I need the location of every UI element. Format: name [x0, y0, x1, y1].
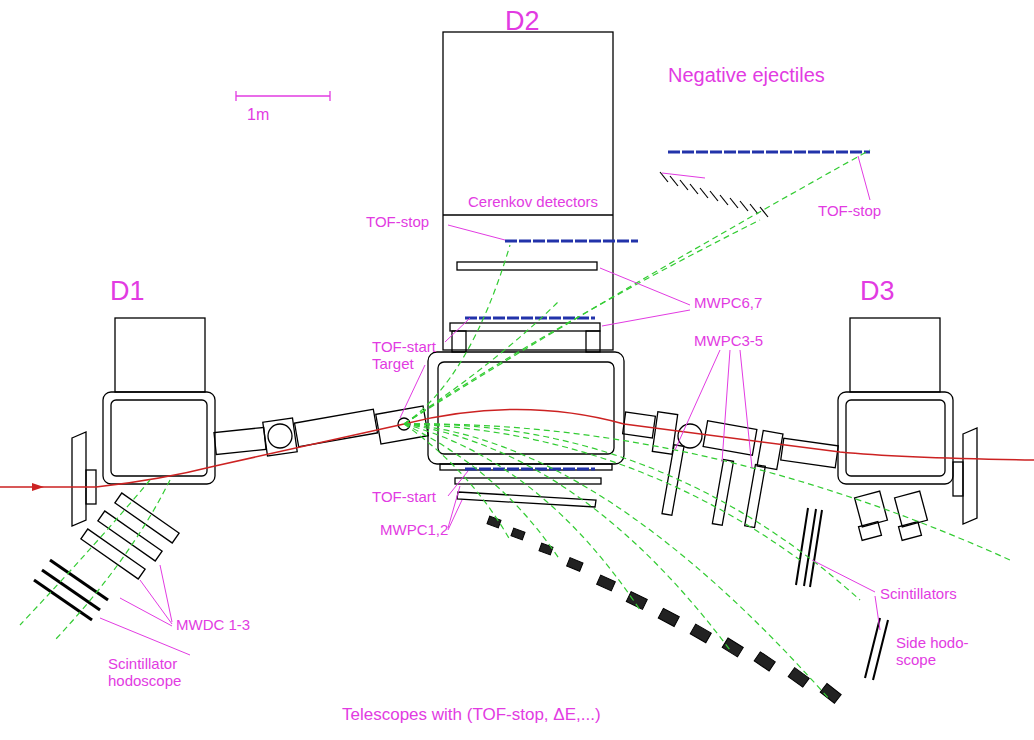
magnet-name: D3 [860, 276, 895, 307]
detector-label: MWPC6,7 [694, 294, 762, 311]
detector-label: Target [372, 355, 414, 372]
detector-label: Scintillator hodoscope [108, 655, 220, 690]
detector-label: TOF-start [372, 488, 436, 505]
detector-label: Scintillators [880, 585, 957, 602]
detector-label: Cerenkov detectors [468, 193, 598, 210]
magnet-name: D2 [505, 6, 540, 37]
detector-label: MWPC3-5 [694, 332, 763, 349]
detector-label: TOF-start [372, 338, 436, 355]
detector-label: Side hodo- scope [896, 634, 976, 669]
caption-label: Telescopes with (TOF-stop, ΔE,...) [342, 705, 601, 725]
section-title: Negative ejectiles [668, 64, 825, 87]
magnet-name: D1 [110, 276, 145, 307]
detector-label: MWDC 1-3 [176, 616, 250, 633]
detector-label: TOF-stop [818, 202, 881, 219]
detector-label: MWPC1,2 [380, 521, 448, 538]
detector-label: TOF-stop [366, 213, 429, 230]
scale-label: 1m [247, 106, 269, 124]
